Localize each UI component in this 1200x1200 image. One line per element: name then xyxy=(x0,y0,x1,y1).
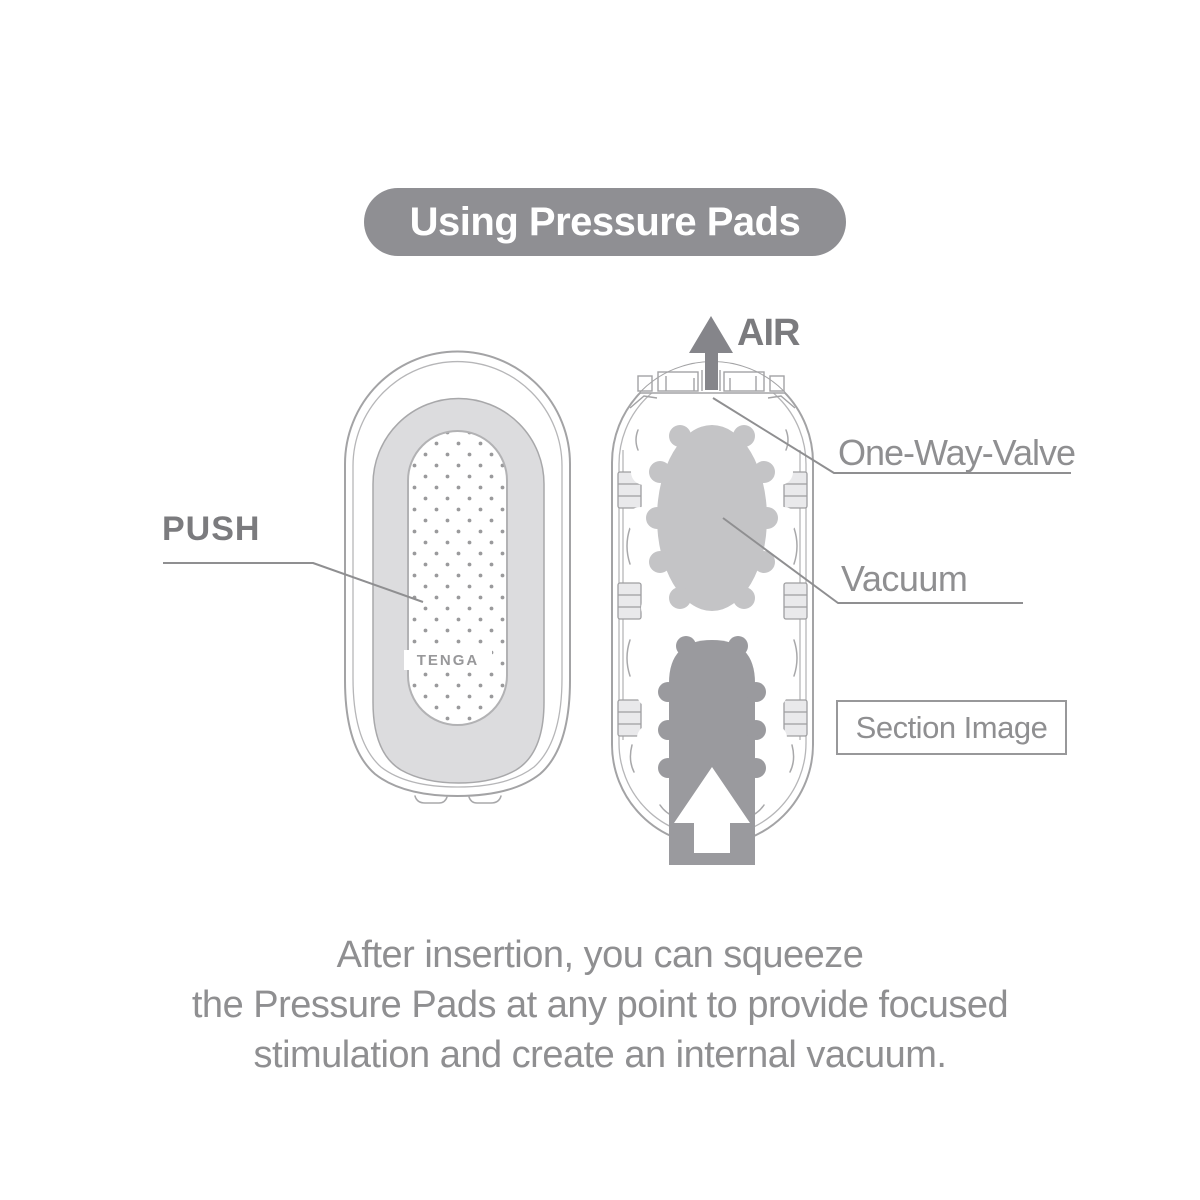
page-title: Using Pressure Pads xyxy=(409,199,801,244)
rib-detail-dashes xyxy=(626,429,798,818)
section-image-label: Section Image xyxy=(855,709,1048,745)
insertion-arrow-icon xyxy=(674,767,750,853)
pressure-pad xyxy=(407,430,508,726)
caption-text: After insertion, you can squeeze the Pre… xyxy=(0,930,1200,1080)
base-foot xyxy=(414,795,502,804)
caption-line-1: After insertion, you can squeeze xyxy=(336,934,864,976)
leader-lines xyxy=(163,397,1071,604)
section-image-box: Section Image xyxy=(836,700,1067,755)
outer-shell xyxy=(344,350,571,798)
push-leader-line xyxy=(163,562,424,603)
air-flow-arrow-icon xyxy=(689,316,733,390)
shell-inner-line xyxy=(352,360,563,788)
cross-section-illustration xyxy=(611,316,814,865)
air-label: AIR xyxy=(737,312,800,354)
vacuum-chamber xyxy=(646,425,778,611)
push-label: PUSH xyxy=(162,510,261,548)
caption-line-3: stimulation and create an internal vacuu… xyxy=(253,1034,947,1076)
caption-line-2: the Pressure Pads at any point to provid… xyxy=(191,984,1009,1026)
valve-cap-details xyxy=(629,370,796,409)
vacuum-label: Vacuum xyxy=(841,558,968,599)
product-exterior-illustration xyxy=(344,350,571,804)
pressure-pad-ribs xyxy=(617,471,808,737)
brand-logo: TENGA xyxy=(404,650,492,670)
one-way-valve-leader-line xyxy=(712,397,1071,474)
title-pill: Using Pressure Pads xyxy=(364,188,846,256)
one-way-valve-label: One-Way-Valve xyxy=(838,432,1076,473)
vacuum-leader-line xyxy=(722,517,1023,604)
